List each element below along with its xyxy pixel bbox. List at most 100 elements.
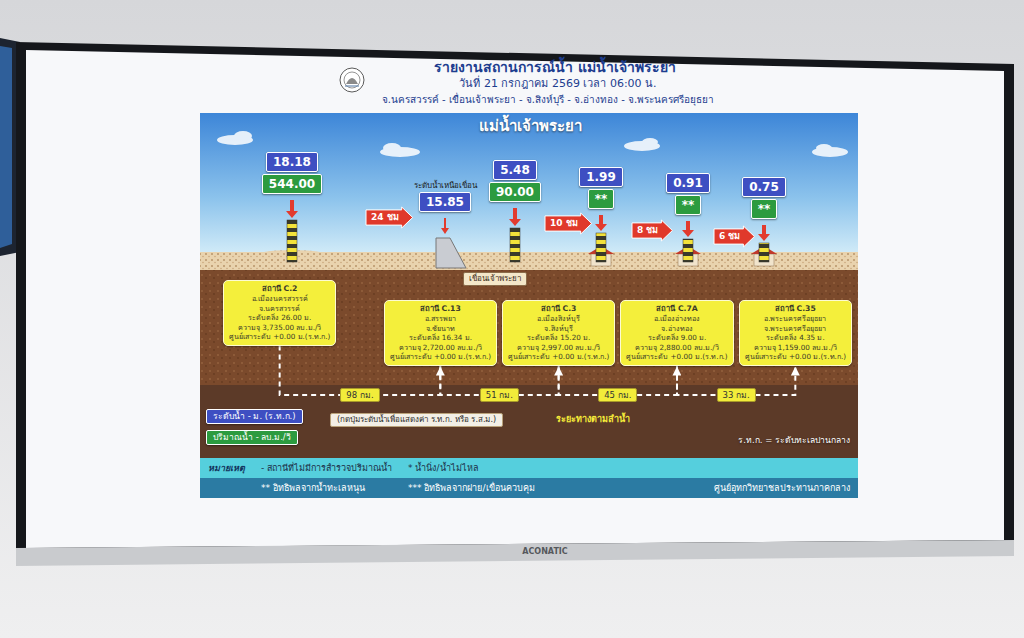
station-box: สถานี C.13อ.สรรพยาจ.ชัยนาทระดับตลิ่ง 16.… bbox=[384, 300, 497, 366]
discharge-value: ** bbox=[758, 202, 771, 216]
hint-box: (กดปุ่มระดับน้ำเพื่อแสดงค่า ร.ท.ก. หรือ … bbox=[330, 413, 503, 427]
edge-label-holder: 98 กม. bbox=[340, 388, 379, 402]
staff-gauge bbox=[596, 233, 606, 262]
remarks-heading: หมายเหตุ bbox=[208, 462, 245, 474]
label-holder: จ.นครสวรรค์ - เขื่อนเจ้าพระยา - จ.สิงห์บ… bbox=[382, 93, 715, 106]
discharge-value: 544.00 bbox=[269, 177, 315, 191]
discharge-box: ** bbox=[675, 195, 702, 215]
distance-label: 45 กม. bbox=[598, 388, 637, 402]
station-detail: ระดับตลิ่ง 26.00 ม. bbox=[229, 313, 330, 323]
legend-text: ปริมาณน้ำ - ลบ.ม./วิ bbox=[213, 432, 291, 443]
water-level-box: 0.91 bbox=[666, 173, 710, 193]
travel-time-arrow: 10 ชม bbox=[545, 214, 592, 233]
remarks-item: *** อิทธิพลจากฝาย/เขื่อนควบคุม bbox=[408, 482, 534, 494]
staff-gauges bbox=[287, 220, 769, 262]
station-detail: ความจุ 2,880.00 ลบ.ม./วิ bbox=[626, 343, 727, 353]
cloud bbox=[234, 131, 252, 141]
staff-gauge bbox=[510, 228, 520, 262]
reading-arrow-shaft bbox=[513, 208, 517, 220]
remarks-item: ** อิทธิพลจากน้ำทะเลหนุน bbox=[261, 482, 365, 494]
reading-arrow-shaft bbox=[290, 200, 294, 212]
station-detail: จ.ชัยนาท bbox=[390, 324, 491, 334]
legend-swatch: ปริมาณน้ำ - ลบ.ม./วิ bbox=[206, 430, 298, 445]
discharge-box: 90.00 bbox=[489, 182, 541, 202]
station-detail: จ.พระนครศรีอยุธยา bbox=[745, 324, 846, 334]
report-date: วันที่ 21 กรกฎาคม 2569 เวลา 06:00 น. bbox=[459, 77, 656, 91]
cloud bbox=[816, 144, 832, 152]
staff-gauge bbox=[759, 243, 769, 262]
side-monitor-screen bbox=[0, 46, 12, 248]
reading-arrow-shaft bbox=[686, 221, 690, 231]
station-detail: ความจุ 1,159.00 ลบ.ม./วิ bbox=[745, 343, 846, 353]
reading-arrow-head bbox=[758, 234, 770, 241]
reading-arrow-head bbox=[595, 224, 607, 231]
label-holder: ระยะทางตามลำน้ำ bbox=[556, 414, 630, 425]
tv-bottom-bar bbox=[16, 540, 1014, 566]
station-code: สถานี C.35 bbox=[745, 304, 846, 314]
emblem-water bbox=[345, 85, 359, 86]
station-detail: ระดับตลิ่ง 15.20 ม. bbox=[508, 333, 609, 343]
water-level-value: 18.18 bbox=[273, 155, 311, 169]
tv-bezel bbox=[16, 42, 1014, 560]
station-detail: ความจุ 3,735.00 ลบ.ม./วิ bbox=[229, 323, 330, 333]
station-code: สถานี C.2 bbox=[229, 284, 330, 294]
station-detail: ศูนย์เสาระดับ +0.00 ม.(ร.ท.ก.) bbox=[390, 352, 491, 362]
travel-time: 8 ชม bbox=[637, 225, 658, 236]
travel-time: 6 ชม bbox=[719, 231, 740, 242]
station-detail: ระดับตลิ่ง 16.34 ม. bbox=[390, 333, 491, 343]
travel-time-arrow: 24 ชม bbox=[366, 208, 413, 227]
remarks-ground bbox=[200, 458, 858, 498]
label-holder: แม่น้ำเจ้าพระยา bbox=[479, 117, 582, 136]
dam-wall bbox=[436, 238, 466, 268]
discharge-value: ** bbox=[682, 198, 695, 212]
remarks-item: ศูนย์อุทกวิทยาชลประทานภาคกลาง bbox=[714, 482, 850, 494]
water-level-box: 0.75 bbox=[742, 177, 786, 197]
earth-layer bbox=[200, 270, 858, 385]
staff-gauge bbox=[683, 239, 693, 262]
label-holder: วันที่ 21 กรกฎาคม 2569 เวลา 06:00 น. bbox=[459, 77, 656, 91]
distance-caption: ระยะทางตามลำน้ำ bbox=[556, 414, 630, 425]
water-level-box: 1.99 bbox=[579, 167, 623, 187]
station-detail: จ.อ่างทอง bbox=[626, 324, 727, 334]
station-detail: ศูนย์เสาระดับ +0.00 ม.(ร.ท.ก.) bbox=[508, 352, 609, 362]
houses bbox=[588, 246, 777, 266]
water-level-box: 18.18 bbox=[266, 152, 318, 172]
travel-time-arrow: 6 ชม bbox=[714, 227, 754, 246]
remarks-item: - สถานีที่ไม่มีการสำรวจปริมาณน้ำ bbox=[261, 462, 392, 474]
remarks-row: หมายเหตุ - สถานีที่ไม่มีการสำรวจปริมาณน้ำ… bbox=[200, 458, 858, 478]
legend-item: ปริมาณน้ำ - ลบ.ม./วิ bbox=[206, 430, 298, 445]
station-box: สถานี C.35อ.พระนครศรีอยุธยาจ.พระนครศรีอย… bbox=[739, 300, 852, 366]
discharge-box: ** bbox=[751, 199, 778, 219]
route-line: จ.นครสวรรค์ - เขื่อนเจ้าพระยา - จ.สิงห์บ… bbox=[382, 93, 715, 106]
distance-label: 51 กม. bbox=[480, 388, 519, 402]
edge-label-holder: 45 กม. bbox=[598, 388, 637, 402]
reading-arrow-shaft bbox=[599, 215, 603, 225]
station-code: สถานี C.3 bbox=[508, 304, 609, 314]
station-detail: ระดับตลิ่ง 4.35 ม. bbox=[745, 333, 846, 343]
reading-arrow-head bbox=[441, 228, 449, 234]
emblem-ring bbox=[340, 68, 364, 92]
water-level-value: 1.99 bbox=[586, 170, 616, 184]
station-box: สถานี C.7Aอ.เมืองอ่างทองจ.อ่างทองระดับตล… bbox=[620, 300, 733, 366]
title-holder: รายงานสถานการณ์น้ำ แม่น้ำเจ้าพระยา bbox=[434, 59, 676, 76]
arrow-body bbox=[545, 213, 592, 234]
arrow-body bbox=[714, 226, 754, 247]
reading-arrow-head bbox=[286, 211, 298, 218]
tv-brand: ACONATIC bbox=[522, 547, 567, 557]
tv-screen bbox=[26, 50, 1004, 548]
legend-text: ระดับน้ำ - ม. (ร.ท.ก.) bbox=[213, 411, 296, 422]
travel-time-arrow: 8 ชม bbox=[632, 221, 672, 240]
datum-note: ร.ท.ก. = ระดับทะเลปานกลาง bbox=[738, 435, 850, 446]
station-detail: ความจุ 2,720.00 ลบ.ม./วิ bbox=[390, 343, 491, 353]
reading-arrow-shaft bbox=[762, 225, 766, 235]
distance-label: 98 กม. bbox=[340, 388, 379, 402]
legend-swatch: ระดับน้ำ - ม. (ร.ท.ก.) bbox=[206, 409, 303, 424]
station-detail: ระดับตลิ่ง 9.00 ม. bbox=[626, 333, 727, 343]
discharge-box: ** bbox=[588, 189, 615, 209]
station-detail: ศูนย์เสาระดับ +0.00 ม.(ร.ท.ก.) bbox=[745, 352, 846, 362]
sky bbox=[200, 113, 858, 255]
arrow-body bbox=[366, 207, 413, 228]
